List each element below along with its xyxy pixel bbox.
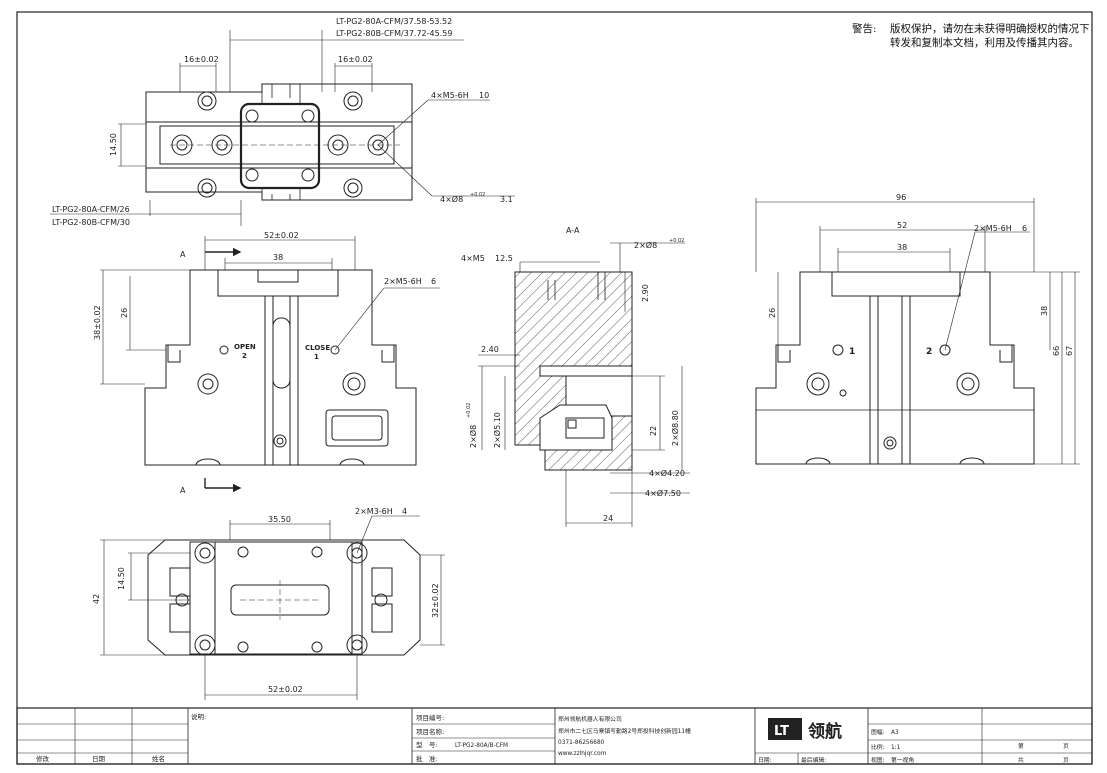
top-bore-depth: 3.1 bbox=[500, 195, 513, 204]
top-dim-right: 16±0.02 bbox=[338, 55, 373, 64]
company-address: 郑州市二七区马寨镇写勤路2号郑投科技创新园11幢 bbox=[558, 727, 691, 735]
side-dim-38v: 38 bbox=[1040, 306, 1049, 316]
top-callout-b: LT-PG2-80B-CFM/37.72-45.59 bbox=[336, 29, 452, 38]
sheet-size-label: 图幅: bbox=[871, 728, 885, 736]
scale-value: 1:1 bbox=[891, 745, 901, 751]
page-suffix: 页 bbox=[1063, 743, 1069, 750]
front-dim-width: 52±0.02 bbox=[264, 231, 299, 240]
top-dim-left: 16±0.02 bbox=[184, 55, 219, 64]
section-dim-880: 2×Ø8.80 bbox=[670, 410, 680, 446]
side-dim-52: 52 bbox=[897, 221, 907, 230]
bottom-thread-depth: 4 bbox=[402, 507, 407, 516]
side-dim-26: 26 bbox=[768, 308, 777, 318]
warning-text: 版权保护，请勿在未获得明确授权的情况下转发和复制本文档，利用及传播其内容。 bbox=[890, 23, 1090, 49]
top-stroke-b: LT-PG2-80B-CFM/30 bbox=[52, 218, 130, 227]
bottom-dim-42: 42 bbox=[92, 594, 101, 604]
front-thread-note: 2×M5-6H bbox=[384, 277, 422, 286]
section-dim-750: 4×Ø7.50 bbox=[645, 488, 681, 498]
scale-label: 比例: bbox=[871, 743, 885, 751]
col-date: 日期 bbox=[92, 755, 106, 763]
front-thread-depth: 6 bbox=[431, 277, 436, 286]
company-phone: 0371-86256680 bbox=[558, 740, 605, 746]
model-label: 型 号: bbox=[416, 740, 438, 749]
side-view bbox=[755, 198, 1080, 465]
logo-text: 领航 bbox=[808, 721, 842, 742]
section-title: A-A bbox=[566, 226, 580, 235]
col-signature: 姓名 bbox=[152, 754, 165, 763]
logo-box bbox=[768, 718, 802, 740]
top-callout-a: LT-PG2-80A-CFM/37.58-53.52 bbox=[336, 17, 452, 26]
view-label: 视图: bbox=[871, 756, 885, 764]
side-dim-38: 38 bbox=[897, 243, 907, 252]
bottom-thread-note: 2×M3-6H bbox=[355, 507, 393, 516]
note-label: 说明: bbox=[191, 712, 206, 721]
side-thread-note: 2×M5-6H bbox=[974, 224, 1012, 233]
top-thread-note: 4×M5-6H bbox=[431, 91, 469, 100]
section-dim-240: 2.40 bbox=[481, 345, 499, 354]
page-prefix: 第 bbox=[1018, 742, 1024, 750]
section-dim-290: 2.90 bbox=[641, 284, 650, 302]
section-dim-420: 4×Ø4.20 bbox=[649, 468, 685, 478]
front-dim-height: 26 bbox=[120, 308, 129, 318]
section-bore-note: 2×Ø8 bbox=[634, 240, 657, 250]
project-no-label: 项目编号: bbox=[416, 713, 444, 722]
top-view bbox=[50, 30, 515, 226]
approve-label: 批 准: bbox=[416, 754, 438, 763]
last-edit-label: 最后编辑: bbox=[801, 756, 826, 764]
section-dim-left-bore: 2×Ø8 bbox=[468, 425, 478, 448]
front-dim-inner: 38 bbox=[273, 253, 283, 262]
port-open-label: OPEN bbox=[234, 343, 256, 351]
section-bore-tol: +0.02 bbox=[669, 238, 684, 244]
model-value: LT-PG2-80A/B-CFM bbox=[455, 743, 508, 749]
side-dim-66: 66 bbox=[1052, 346, 1061, 356]
logo-mark: LT bbox=[774, 724, 789, 739]
company-name: 郑州领航机器人有限公司 bbox=[558, 715, 622, 723]
copyright-warning: 警告: 版权保护，请勿在未获得明确授权的情况下转发和复制本文档，利用及传播其内容… bbox=[852, 22, 1097, 50]
top-thread-depth: 10 bbox=[479, 91, 489, 100]
side-port-2: 2 bbox=[926, 347, 932, 357]
top-view-holes bbox=[171, 91, 389, 198]
front-section-mark-top: A bbox=[180, 250, 186, 259]
side-thread-depth: 6 bbox=[1022, 224, 1027, 233]
front-dim-height-total: 38±0.02 bbox=[93, 305, 102, 340]
bottom-dim-1450: 14.50 bbox=[117, 567, 126, 590]
port-open-number: 2 bbox=[242, 352, 247, 360]
section-thread-depth: 12.5 bbox=[495, 254, 513, 263]
section-dim-510: 2×Ø5.10 bbox=[492, 412, 502, 448]
total-prefix: 共 bbox=[1018, 756, 1024, 764]
top-bore-note: 4×Ø8 bbox=[440, 194, 463, 204]
total-suffix: 页 bbox=[1063, 757, 1069, 764]
view-value: 第一视角 bbox=[891, 756, 914, 764]
side-dim-67: 67 bbox=[1065, 346, 1074, 356]
side-dim-width: 96 bbox=[896, 193, 906, 202]
section-view bbox=[478, 242, 690, 527]
col-modify: 修改 bbox=[36, 754, 50, 763]
top-dim-height: 14.50 bbox=[109, 133, 118, 156]
front-section-mark-bottom: A bbox=[180, 486, 186, 495]
date-label: 日期: bbox=[758, 757, 772, 764]
warning-label: 警告: bbox=[852, 23, 877, 35]
front-view bbox=[100, 236, 440, 493]
side-port-1: 1 bbox=[849, 347, 855, 357]
project-name-label: 项目名称: bbox=[416, 727, 444, 736]
section-thread-note: 4×M5 bbox=[461, 254, 485, 263]
section-dim-22: 22 bbox=[649, 426, 658, 436]
section-dim-24: 24 bbox=[603, 514, 613, 523]
sheet-size: A3 bbox=[891, 730, 899, 736]
bottom-dim-52: 52±0.02 bbox=[268, 685, 303, 694]
company-web: www.zzlhjqr.com bbox=[558, 751, 607, 757]
port-close-label: CLOSE bbox=[305, 344, 330, 352]
bottom-dim-3550: 35.50 bbox=[268, 515, 291, 524]
bottom-dim-32: 32±0.02 bbox=[431, 583, 440, 618]
bottom-view bbox=[100, 515, 445, 700]
top-stroke-a: LT-PG2-80A-CFM/26 bbox=[52, 205, 130, 214]
port-close-number: 1 bbox=[314, 353, 319, 361]
section-dim-left-tol: +0.02 bbox=[466, 403, 472, 418]
top-bore-tol: +0.02 bbox=[470, 192, 485, 198]
title-block bbox=[16, 707, 1093, 765]
